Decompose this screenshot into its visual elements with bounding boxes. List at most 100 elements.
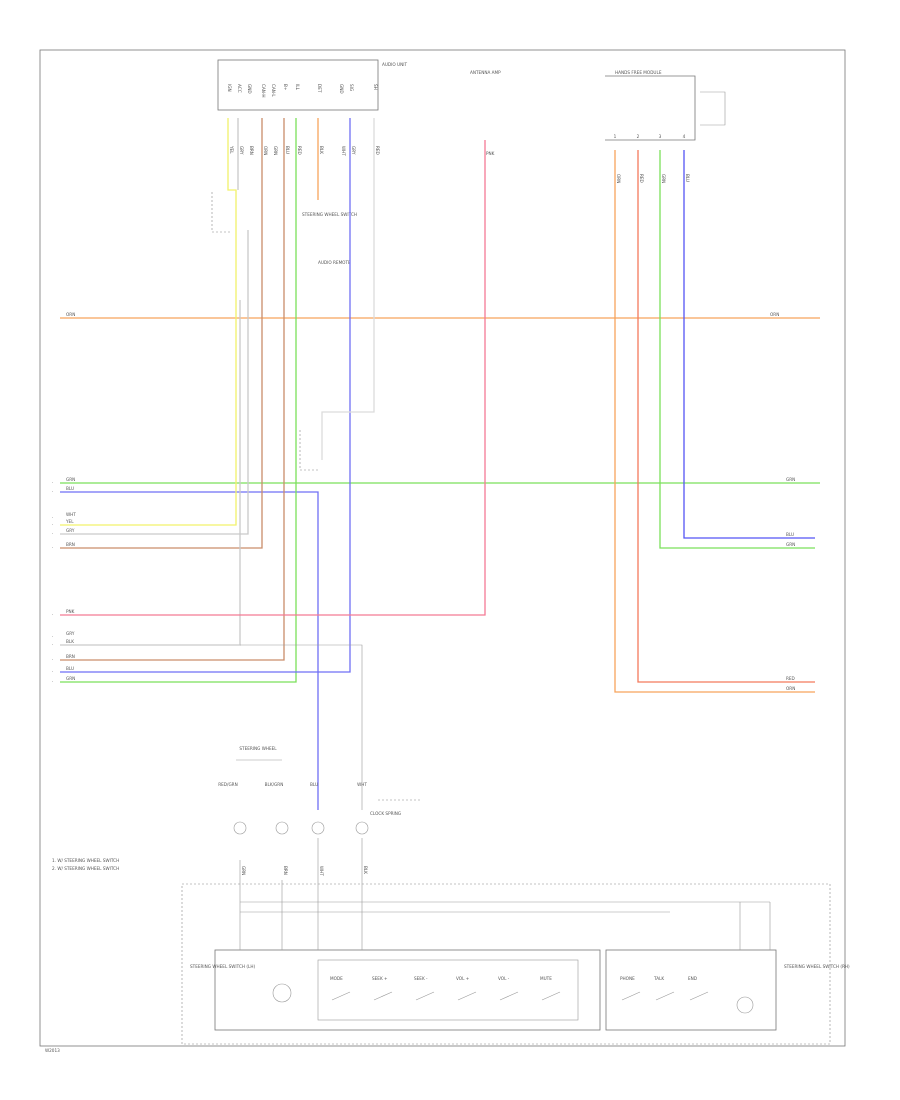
left-switch-label: SEEK - <box>414 976 428 981</box>
clock-spring-bottom-code: BRN <box>283 866 288 875</box>
left-switch-indicator <box>272 983 292 1003</box>
left-edge-marker: · <box>52 669 53 674</box>
left-switch-box <box>214 949 601 1031</box>
clock-spring-feed <box>240 644 363 810</box>
left-edge-marker: · <box>52 489 53 494</box>
top-wire-code: GRY <box>351 146 356 155</box>
dashed-ref-a <box>211 192 230 233</box>
brown-wire-b <box>60 118 285 661</box>
left-edge-marker: · <box>52 657 53 662</box>
left-switch-box-label: STEERING WHEEL SWITCH (LH) <box>190 964 255 969</box>
left-edge-marker: · <box>52 545 53 550</box>
top-connector-body <box>217 59 379 111</box>
right-wire-code: ORN <box>616 174 621 183</box>
clock-spring-bottom-code: BLK <box>363 866 368 874</box>
left-edge-label: BRN <box>66 542 75 547</box>
right-switch-contact <box>689 991 709 1001</box>
blue-right-wire <box>683 150 815 539</box>
top-wire-code: ORN <box>263 146 268 155</box>
top-wire-code: RED <box>375 146 380 155</box>
note-2: 2. W/ STEERING WHEEL SWITCH <box>52 866 119 871</box>
green-right-wire <box>659 150 815 549</box>
clock-spring-terminal <box>233 821 247 835</box>
left-switch-label: MODE <box>330 976 343 981</box>
right-pin-label: 3 <box>659 134 662 139</box>
left-edge-label: PNK <box>66 609 75 614</box>
left-edge-marker: · <box>52 612 53 617</box>
left-edge-label: BRN <box>66 654 75 659</box>
left-edge-label: YEL <box>65 519 74 524</box>
clock-spring-bottom-code: WHT <box>319 866 324 876</box>
right-switch-label: TALK <box>653 976 664 981</box>
pink-antenna-wire <box>60 140 486 616</box>
top-pin-label: ACC <box>237 84 242 93</box>
top-pin-label: CAN-H <box>261 84 266 98</box>
clock-spring-drops <box>239 838 363 950</box>
left-switch-label: VOL + <box>456 976 470 981</box>
antenna-amp: ANTENNA AMP PNK <box>470 70 501 156</box>
left-edge-label: BLK <box>66 639 74 644</box>
left-edge-marker: · <box>52 480 53 485</box>
left-edge-label: GRN <box>66 477 75 482</box>
clock-spring-terminal <box>311 821 325 835</box>
top-pin-label: B+ <box>283 84 288 91</box>
top-pin-label: ILL <box>295 84 300 91</box>
left-edge-marker: · <box>52 634 53 639</box>
top-connector-side-label: AUDIO UNIT <box>382 62 407 67</box>
clock-spring-terminal <box>355 821 369 835</box>
left-switch-contact <box>541 991 561 1001</box>
blue-wire-b <box>60 118 351 673</box>
left-edge-label: GRY <box>66 528 75 533</box>
top-pin-label: DET <box>317 84 322 93</box>
left-edge-label: GRN <box>66 676 75 681</box>
right-switch-label: END <box>688 976 697 981</box>
top-wire-code: GRY <box>239 146 244 155</box>
left-edge-marker: · <box>52 522 53 527</box>
right-pin-label: 1 <box>614 134 617 139</box>
green-wire-b <box>60 118 297 683</box>
right-pin-label: 2 <box>637 134 640 139</box>
right-switch-contact <box>621 991 641 1001</box>
clock-spring-bottom-code: GRN <box>241 866 246 875</box>
right-switch-indicator <box>736 996 754 1014</box>
left-edge-marker: · <box>52 531 53 536</box>
top-pin-label: SH <box>373 84 378 90</box>
orange-right-wire <box>614 150 815 693</box>
left-edge-marker: · <box>52 679 53 684</box>
antenna-amp-label: ANTENNA AMP <box>470 70 501 75</box>
dashed-ref-b <box>299 430 320 471</box>
left-edge-labels: GRN·BLU·WHT·YEL·GRY·BRN·PNK·GRY·BLK·BRN·… <box>52 477 76 684</box>
wires <box>60 118 820 810</box>
blue-wire-a <box>60 491 319 810</box>
left-edge-label: BLU <box>66 666 74 671</box>
top-pin-label: IGN <box>227 84 232 92</box>
left-edge-marker: · <box>52 515 53 520</box>
brown-wire-a <box>60 118 263 549</box>
clock-spring-wire-code: BLU <box>310 782 318 787</box>
clock-spring-terminals <box>233 821 369 835</box>
left-switch-contact <box>373 991 393 1001</box>
right-edge-label: BLU <box>786 532 794 537</box>
left-switch-group <box>317 959 579 1021</box>
antenna-wire-code: PNK <box>486 151 495 156</box>
gray-wire-long <box>60 300 241 646</box>
top-wire-code: WHT <box>341 146 346 156</box>
center-module-label-b: AUDIO REMOTE <box>318 260 351 265</box>
top-wire-code: GRN <box>273 146 278 155</box>
switch-area-outline <box>181 883 831 1045</box>
left-switch-contact <box>415 991 435 1001</box>
left-edge-marker: · <box>52 642 53 647</box>
top-pin-label: GND <box>339 84 344 94</box>
top-wire-code: BLU <box>285 146 290 154</box>
right-wire-code: GRN <box>661 174 666 183</box>
